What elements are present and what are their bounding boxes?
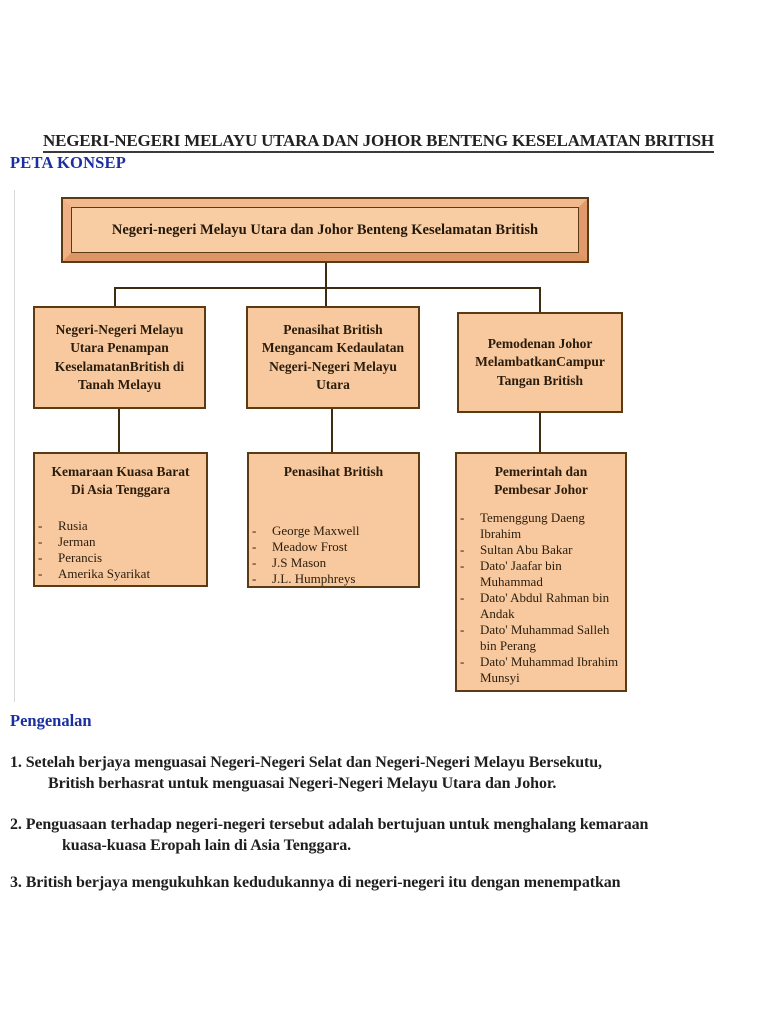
branch-node-melayu-utara: Negeri-Negeri Melayu Utara Penampan Kese… [33,306,206,409]
dash-marker: - [460,542,465,558]
paragraph-line: British berhasrat untuk menguasai Negeri… [48,775,557,792]
dash-marker: - [460,654,465,670]
dash-marker: - [38,550,43,566]
branch-label: Negeri-Negeri Melayu Utara Penampan Kese… [54,322,185,392]
leaf-heading: Penasihat British [283,464,384,479]
list-item: -Dato' Jaafar bin Muhammad [460,558,562,590]
list-item: -Dato' Muhammad Salleh bin Perang [460,622,610,654]
branch-node-penasihat-british: Penasihat British Mengancam Kedaulatan N… [246,306,420,409]
paragraph-line: 3. British berjaya mengukuhkan kedudukan… [10,874,621,891]
connector-line [118,409,120,452]
section-heading-pengenalan: Pengenalan [10,711,92,730]
list-item: -George Maxwell [252,522,360,538]
list-item: -Rusia [38,518,88,534]
paragraph-line: kuasa-kuasa Eropah lain di Asia Tenggara… [62,837,352,854]
leaf-heading: Kemaraan Kuasa Barat Di Asia Tenggara [51,464,190,497]
paragraph-3: 3. British berjaya mengukuhkan kedudukan… [10,872,758,893]
list-item: -Jerman [38,534,96,550]
list-item: -Dato' Muhammad Ibrahim Munsyi [460,654,619,686]
leaf-heading: Pemerintah dan Pembesar Johor [494,464,588,497]
dash-marker: - [252,570,257,586]
connector-line [539,413,541,452]
list-item: -Perancis [38,550,103,566]
dash-marker: - [460,558,465,574]
paragraph-1: 1. Setelah berjaya menguasai Negeri-Nege… [10,752,758,794]
list-item: -J.S Mason [252,554,327,570]
dash-marker: - [460,590,465,606]
leaf-node-pemerintah-johor: Pemerintah dan Pembesar Johor -Temenggun… [455,452,627,692]
connector-line [325,263,327,288]
dash-marker: - [460,622,465,638]
dash-marker: - [38,518,43,534]
connector-line [325,287,327,306]
root-node-label: Negeri-negeri Melayu Utara dan Johor Ben… [71,207,579,253]
leaf-node-kuasa-barat: Kemaraan Kuasa Barat Di Asia Tenggara -R… [33,452,208,587]
list-item: -Temenggung Daeng Ibrahim [460,510,585,542]
leaf-list: -Rusia -Jerman -Perancis -Amerika Syarik… [35,518,206,582]
branch-label: Penasihat British Mengancam Kedaulatan N… [261,322,405,392]
dash-marker: - [252,538,257,554]
paragraph-line: 2. Penguasaan terhadap negeri-negeri ter… [10,816,649,833]
list-item: -Meadow Frost [252,538,348,554]
list-item: -Amerika Syarikat [38,566,151,582]
connector-line [114,287,116,306]
canvas-left-edge [14,190,15,702]
list-item: -J.L. Humphreys [252,570,356,586]
dash-marker: - [38,534,43,550]
paragraph-2: 2. Penguasaan terhadap negeri-negeri ter… [10,814,758,856]
root-node-frame: Negeri-negeri Melayu Utara dan Johor Ben… [63,199,587,261]
list-item: -Dato' Abdul Rahman bin Andak [460,590,610,622]
branch-label: Pemodenan Johor MelambatkanCampur Tangan… [475,336,605,388]
list-item: -Sultan Abu Bakar [460,542,573,558]
root-node: Negeri-negeri Melayu Utara dan Johor Ben… [61,197,589,263]
dash-marker: - [38,566,43,582]
connector-line [539,287,541,312]
leaf-list: -Temenggung Daeng Ibrahim -Sultan Abu Ba… [457,510,625,686]
leaf-list: -George Maxwell -Meadow Frost -J.S Mason… [249,523,418,587]
dash-marker: - [252,554,257,570]
page-title: NEGERI-NEGERI MELAYU UTARA DAN JOHOR BEN… [43,131,755,153]
leaf-node-penasihat-british: Penasihat British -George Maxwell -Meado… [247,452,420,588]
paragraph-line: 1. Setelah berjaya menguasai Negeri-Nege… [10,754,602,771]
branch-node-pemodenan-johor: Pemodenan Johor MelambatkanCampur Tangan… [457,312,623,413]
peta-konsep-heading: PETA KONSEP [10,153,127,172]
connector-line [331,409,333,452]
dash-marker: - [252,522,257,538]
connector-line [114,287,541,289]
dash-marker: - [460,510,465,526]
page-title-text: NEGERI-NEGERI MELAYU UTARA DAN JOHOR BEN… [43,131,714,153]
